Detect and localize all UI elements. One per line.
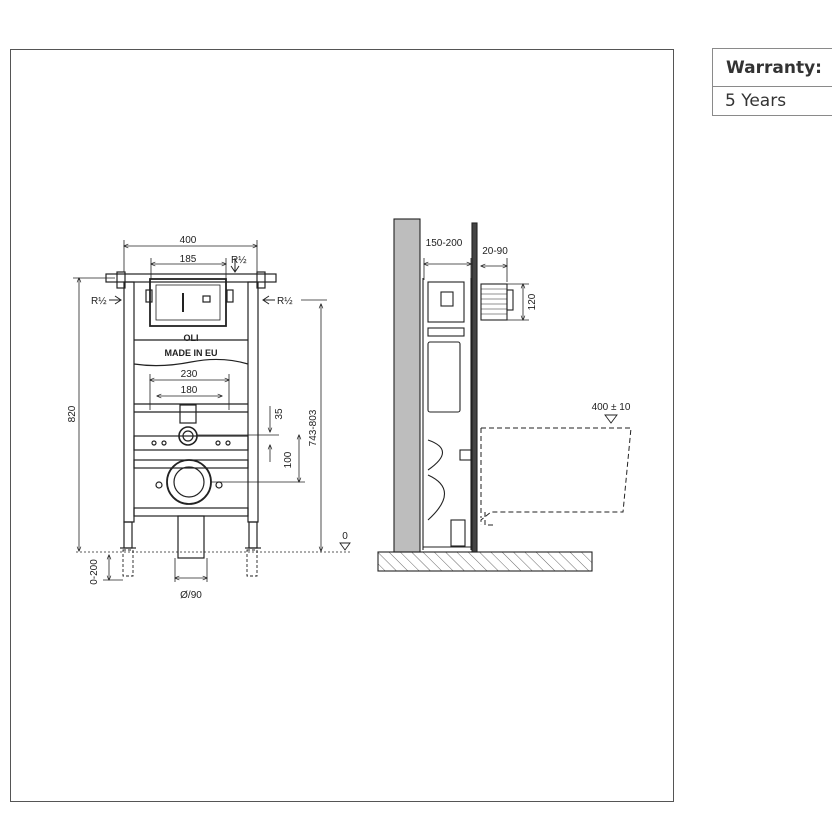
dim-185-label: 185 (180, 254, 197, 265)
pipe-diameter-label: Ø/90 (180, 590, 202, 601)
drawing-frame: 400 185 R½ R½ R½ OLI MADE IN EU 230 180 … (10, 49, 674, 802)
floor-level-marker (339, 542, 351, 551)
inlet-right-label: R½ (277, 296, 293, 307)
warranty-value: 5 Years (725, 91, 787, 111)
made-in-label: MADE IN EU (164, 348, 217, 358)
floor-level-label: 0 (342, 531, 348, 542)
top-rail (105, 273, 277, 283)
dim-35-label: 35 (274, 408, 285, 420)
wall-gap-label: 20-90 (482, 246, 508, 257)
brand-label: OLI (184, 333, 199, 343)
mid-rail (133, 435, 249, 451)
floor (377, 551, 593, 572)
front-panel (471, 222, 478, 553)
dim-0-200-label: 0-200 (89, 559, 100, 585)
front-view (76, 258, 351, 577)
depth-range-label: 150-200 (426, 238, 463, 249)
dim-230-label: 230 (181, 369, 198, 380)
technical-drawing: 400 185 R½ R½ R½ OLI MADE IN EU 230 180 … (67, 218, 632, 601)
warranty-box: Warranty: 5 Years (712, 48, 832, 116)
bowl-height-label: 400 ± 10 (592, 402, 631, 413)
dim-400-label: 400 (180, 235, 197, 246)
dim-180-label: 180 (181, 385, 198, 396)
dim-100-label: 100 (283, 451, 294, 468)
inlet-left-label: R½ (91, 296, 107, 307)
bowl-height-marker (604, 414, 618, 424)
cistern-plate (149, 278, 227, 327)
inlet-top-label: R½ (231, 255, 247, 266)
wall (393, 218, 421, 553)
warranty-label: Warranty: (713, 49, 832, 87)
dim-120-label: 120 (527, 293, 538, 310)
dim-820-label: 820 (67, 405, 78, 422)
side-view (377, 218, 632, 572)
dim-743-803-label: 743-803 (308, 409, 319, 446)
right-upright (247, 281, 259, 523)
left-upright (123, 281, 135, 523)
